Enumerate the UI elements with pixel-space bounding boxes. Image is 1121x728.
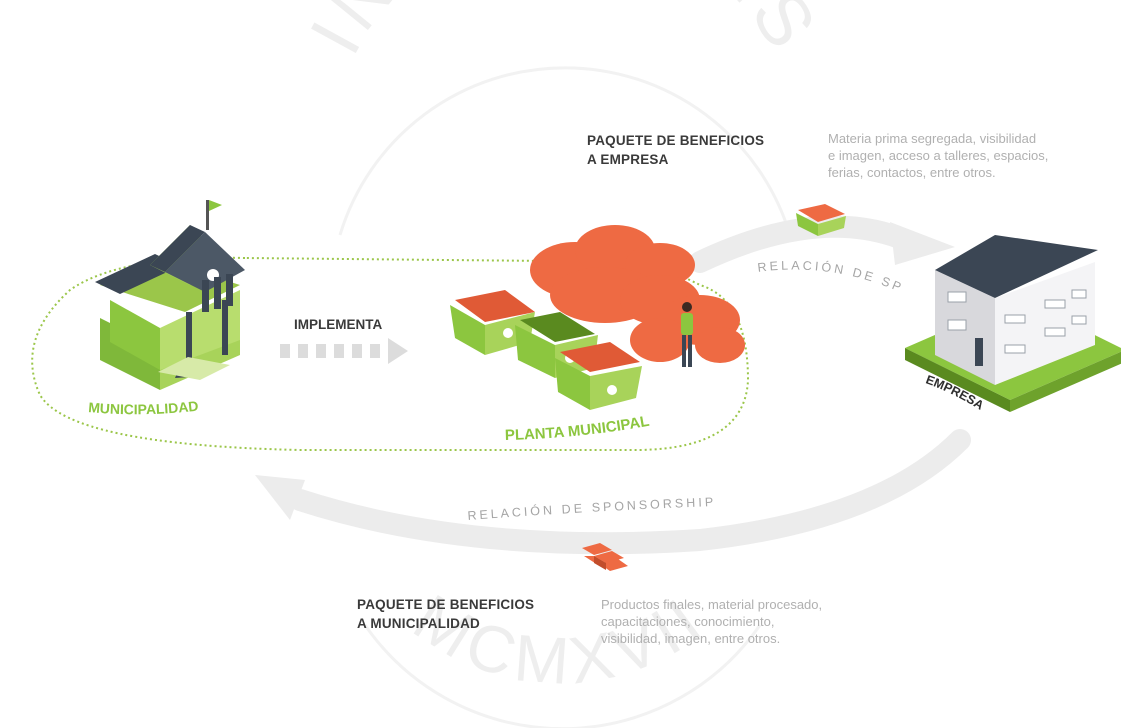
planta-municipal-label: PLANTA MUNICIPAL xyxy=(505,413,651,444)
recycling-containers xyxy=(450,290,642,410)
arrow-top-arc xyxy=(689,215,916,273)
arrow-bottom-arc xyxy=(289,429,971,555)
smoke-clouds xyxy=(530,225,745,363)
worker-figure xyxy=(681,302,693,367)
relation-label-bottom: RELACIÓN DE SPONSORSHIP xyxy=(467,495,716,523)
benefits-company-title: PAQUETE DE BENEFICIOS A EMPRESA xyxy=(587,133,765,167)
benefits-package-top-icon xyxy=(796,204,846,236)
municipality-building-illustration xyxy=(95,200,245,390)
benefits-municipality-title: PAQUETE DE BENEFICIOS A MUNICIPALIDAD xyxy=(357,597,535,631)
watermark xyxy=(338,66,792,728)
arrow-top-head xyxy=(890,222,955,265)
benefits-company-description: Materia prima segregada, visibilidad e i… xyxy=(828,131,1049,180)
implementa-arrow xyxy=(280,338,408,364)
arrow-bottom-head xyxy=(255,475,305,520)
benefits-municipality-description: Productos finales, material procesado, c… xyxy=(601,597,823,646)
municipalidad-label: MUNICIPALIDAD xyxy=(88,398,199,418)
dotted-loop xyxy=(31,256,750,451)
implementa-label: IMPLEMENTA xyxy=(294,317,383,332)
benefits-package-bottom-icon xyxy=(582,543,628,571)
watermark-top-text: IN TENEBRIS xyxy=(294,0,836,67)
company-building-illustration xyxy=(905,235,1121,412)
